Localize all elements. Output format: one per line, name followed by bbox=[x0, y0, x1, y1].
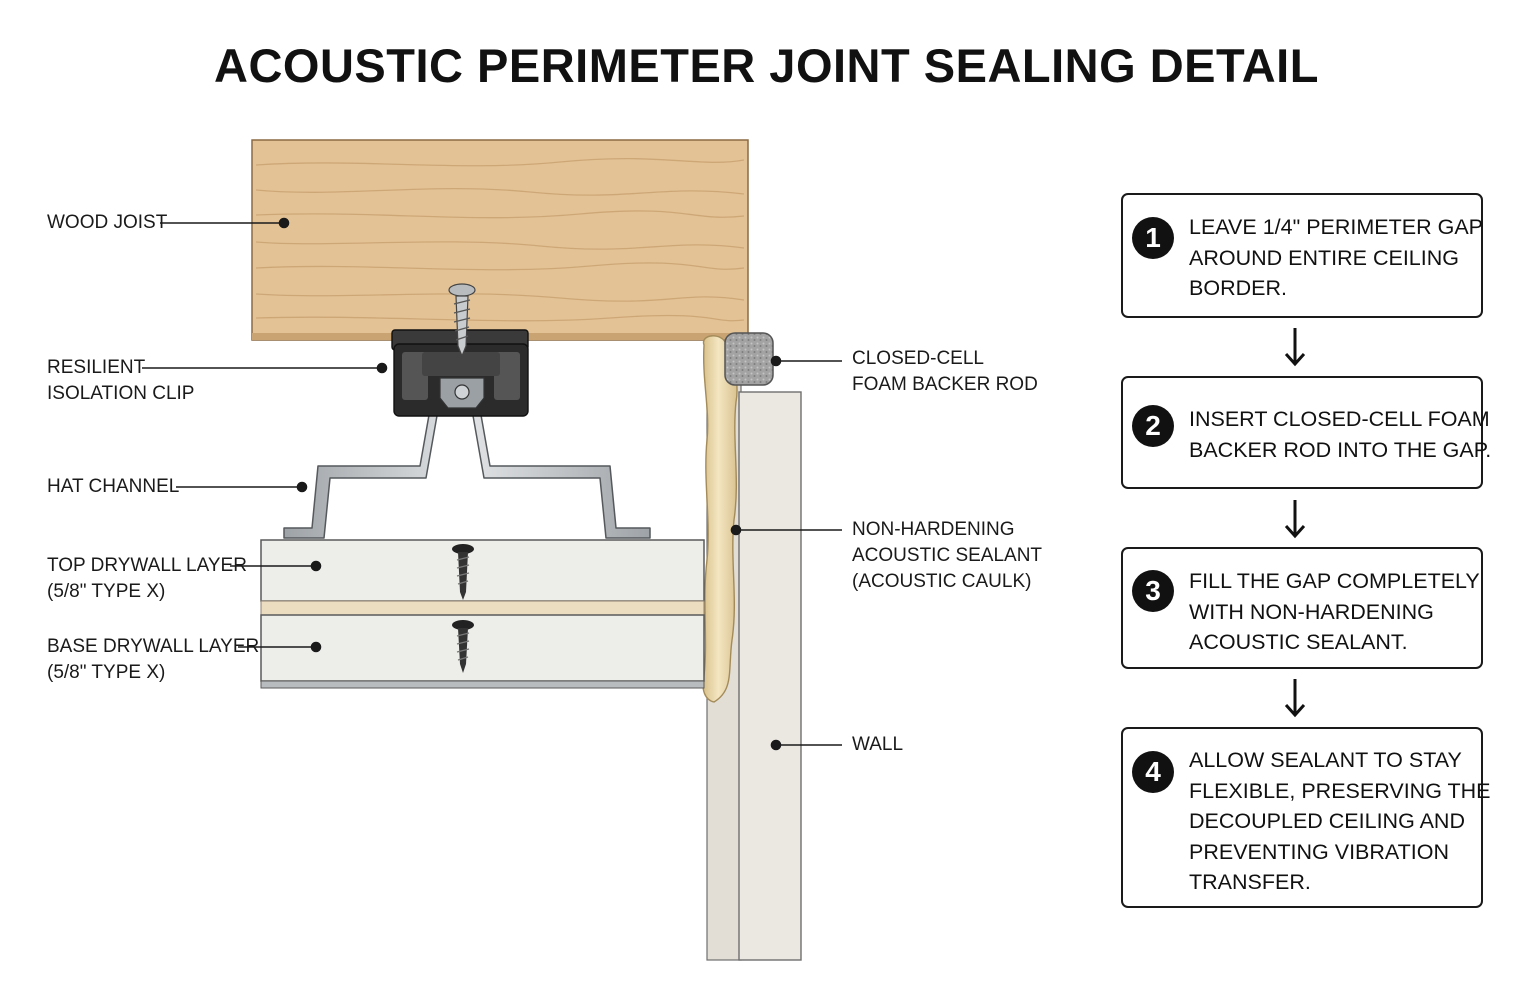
label-wood-joist: WOOD JOIST bbox=[47, 212, 168, 233]
step-4-text: ALLOW SEALANT TO STAY FLEXIBLE, PRESERVI… bbox=[1189, 748, 1491, 894]
acoustic-sealant-bead bbox=[702, 335, 738, 703]
resilient-isolation-clip bbox=[391, 329, 529, 417]
label-resilient-clip: RESILIENT ISOLATION CLIP bbox=[47, 357, 195, 404]
hat-channel bbox=[283, 397, 651, 539]
step-1-box: 1 LEAVE 1/4" PERIMETER GAP AROUND ENTIRE… bbox=[1121, 193, 1483, 318]
label-sealant: NON-HARDENING ACOUSTIC SEALANT (ACOUSTIC… bbox=[852, 519, 1043, 592]
arrow-down-icon bbox=[1284, 679, 1306, 718]
arrow-down-icon bbox=[1284, 500, 1306, 539]
step-4-badge: 4 bbox=[1132, 751, 1174, 793]
leader-lines bbox=[142, 217, 842, 751]
foam-backer-rod bbox=[724, 332, 774, 386]
step-3-text: FILL THE GAP COMPLETELY WITH NON-HARDENI… bbox=[1189, 569, 1480, 654]
step-1-badge: 1 bbox=[1132, 217, 1174, 259]
clip-screw bbox=[448, 283, 476, 358]
step-3-box: 3 FILL THE GAP COMPLETELY WITH NON-HARDE… bbox=[1121, 547, 1483, 669]
label-top-drywall: TOP DRYWALL LAYER (5/8" TYPE X) bbox=[47, 555, 247, 602]
step-1-text: LEAVE 1/4" PERIMETER GAP AROUND ENTIRE C… bbox=[1189, 215, 1483, 300]
arrow-down-icon bbox=[1284, 328, 1306, 367]
top-drywall-layer bbox=[260, 539, 705, 616]
step-3-badge: 3 bbox=[1132, 570, 1174, 612]
label-backer-rod: CLOSED-CELL FOAM BACKER ROD bbox=[852, 348, 1038, 395]
diagram-title: ACOUSTIC PERIMETER JOINT SEALING DETAIL bbox=[214, 39, 1319, 92]
drywall-screw-top bbox=[452, 544, 474, 600]
step-2-badge: 2 bbox=[1132, 405, 1174, 447]
step-2-text: INSERT CLOSED-CELL FOAM BACKER ROD INTO … bbox=[1189, 407, 1492, 462]
label-wall: WALL bbox=[852, 734, 904, 755]
label-hat-channel: HAT CHANNEL bbox=[47, 476, 180, 497]
step-4-box: 4 ALLOW SEALANT TO STAY FLEXIBLE, PRESER… bbox=[1121, 727, 1491, 908]
wood-joist bbox=[251, 139, 749, 341]
base-drywall-layer bbox=[260, 614, 705, 689]
label-base-drywall: BASE DRYWALL LAYER (5/8" TYPE X) bbox=[47, 636, 260, 683]
drywall-screw-base bbox=[452, 620, 474, 673]
step-2-box: 2 INSERT CLOSED-CELL FOAM BACKER ROD INT… bbox=[1121, 376, 1492, 489]
